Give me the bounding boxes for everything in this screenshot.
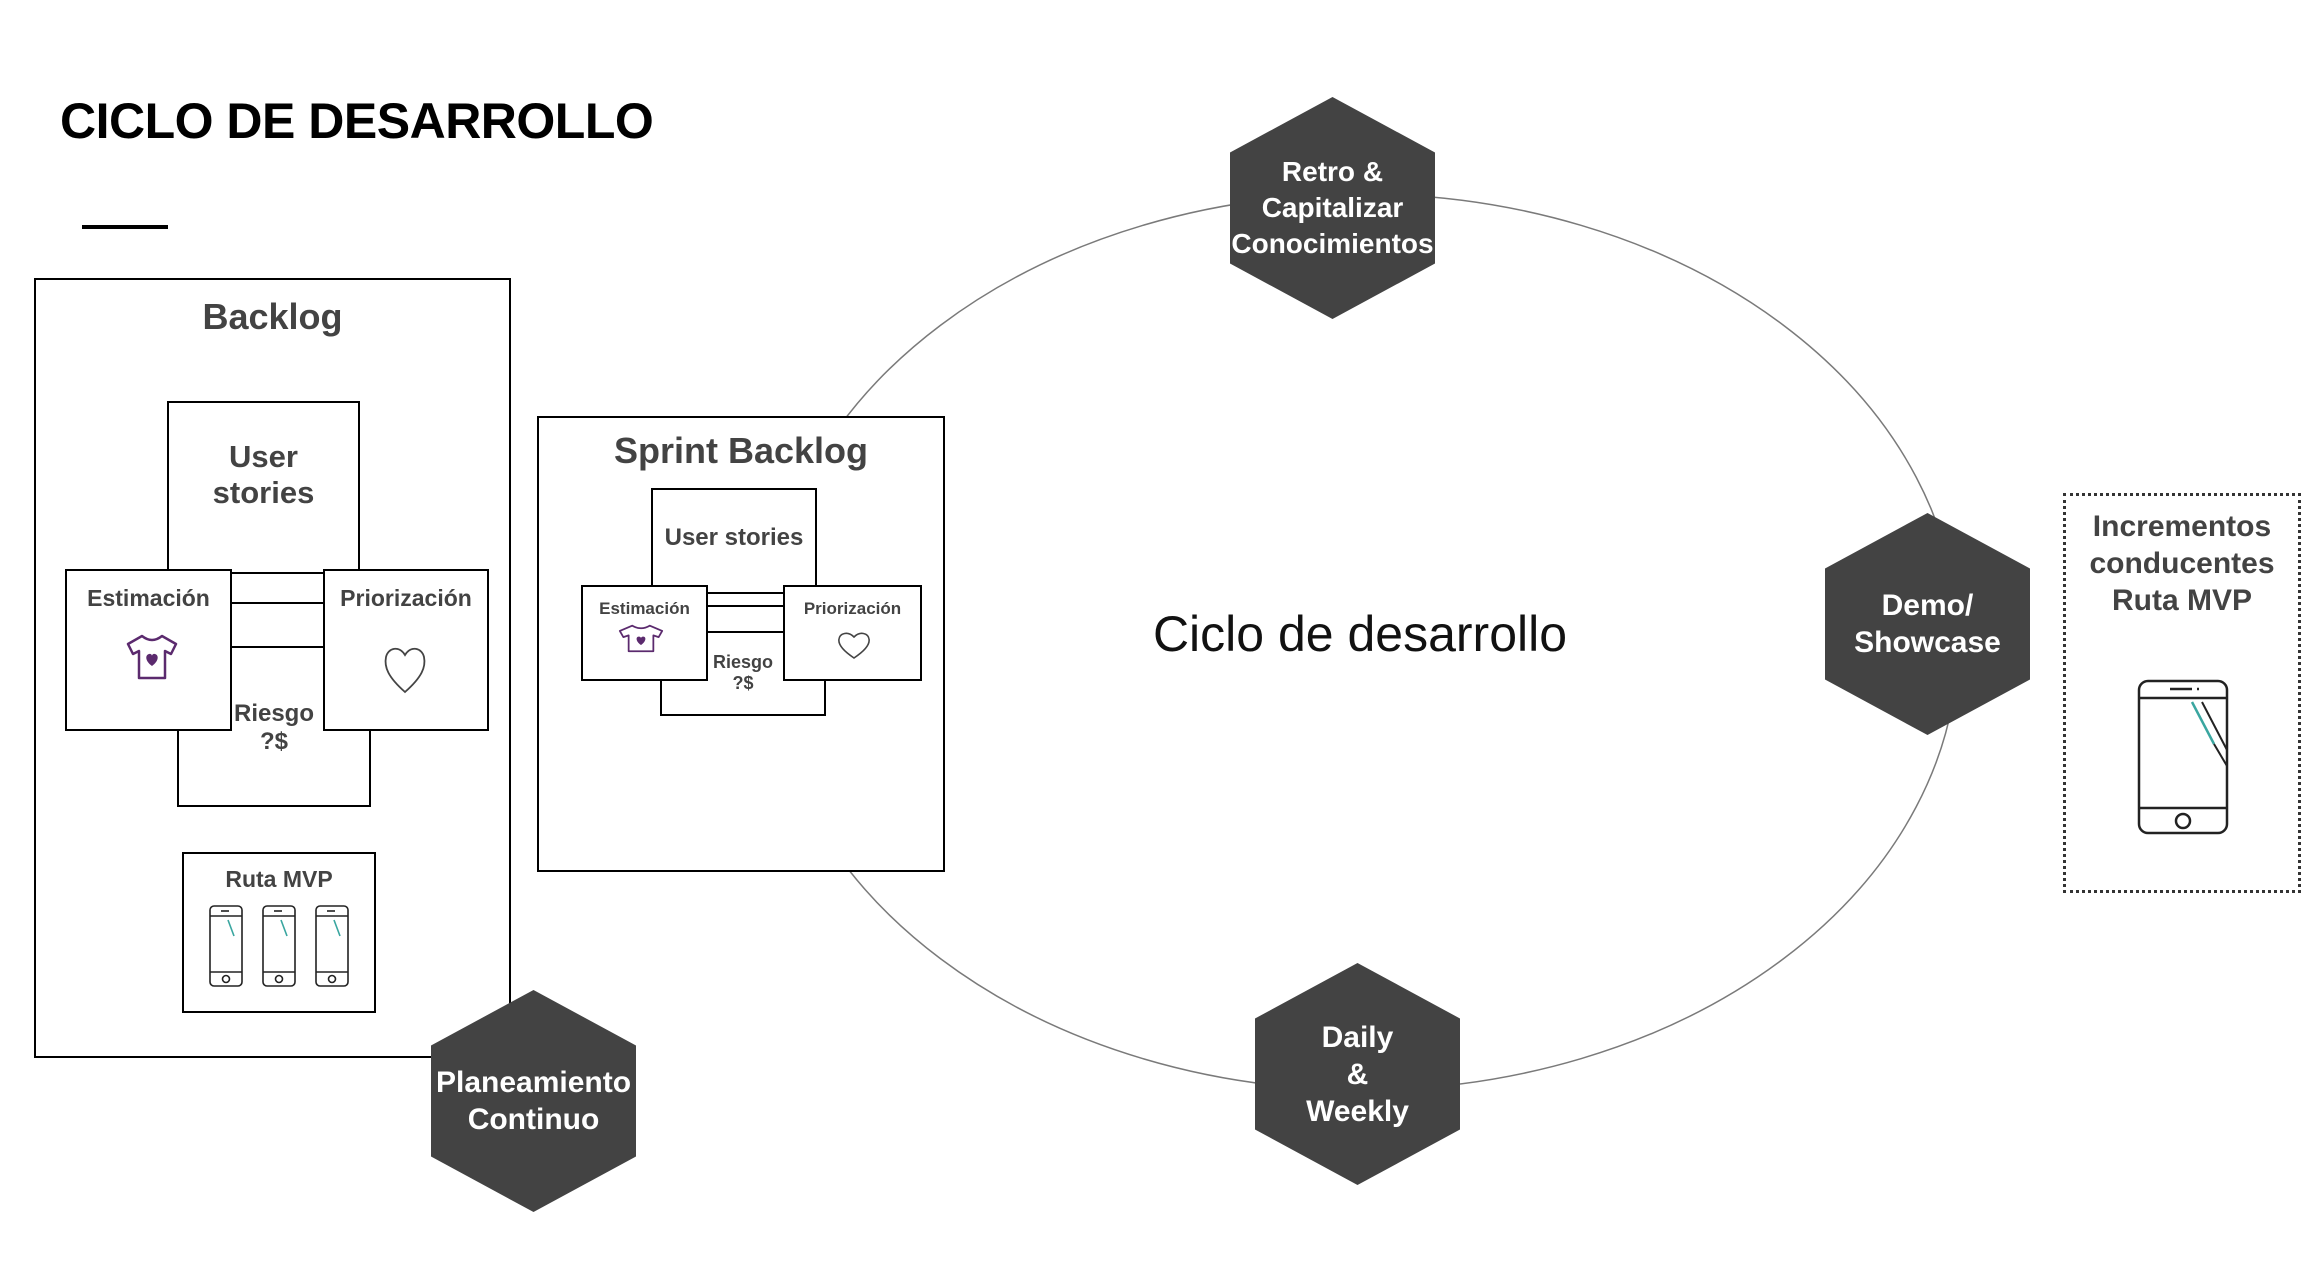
backlog-user-stories-card: User stories — [167, 401, 360, 574]
increments-label: Incrementos conducentes Ruta MVP — [2089, 510, 2275, 617]
backlog-priorizacion-card: Priorización — [323, 569, 489, 731]
backlog-ruta-mvp-label: Ruta MVP — [225, 866, 333, 892]
sprint-estimacion-label: Estimación — [599, 599, 690, 618]
sprint-estimacion-card: Estimación — [581, 585, 708, 681]
sprint-priorizacion-card: Priorización — [783, 585, 922, 681]
heart-icon — [384, 647, 426, 694]
demo-hexagon — [1825, 513, 2030, 735]
daily-hexagon-label: Daily & Weekly — [1306, 1020, 1409, 1128]
backlog-title: Backlog — [202, 296, 343, 337]
sprint-user-stories-card: User stories — [651, 488, 817, 594]
backlog-connector — [225, 602, 335, 648]
sprint-backlog-title: Sprint Backlog — [613, 430, 869, 471]
backlog-user-stories-label: User stories — [212, 439, 315, 510]
daily-hexagon — [1255, 963, 1460, 1185]
backlog-ruta-mvp-card: Ruta MVP — [182, 852, 376, 1013]
planeamiento-hexagon — [431, 990, 636, 1212]
sprint-priorizacion-label: Priorización — [803, 599, 902, 618]
tshirt-heart-icon-small — [618, 624, 664, 653]
sprint-connector — [702, 605, 788, 633]
title-underline — [82, 225, 168, 229]
heart-icon-small — [838, 632, 870, 659]
retro-hexagon-label: Retro & Capitalizar Conocimientos — [1231, 156, 1434, 259]
backlog-riesgo-label: Riesgo ?$ — [233, 700, 314, 755]
demo-hexagon-label: Demo/ Showcase — [1854, 589, 2001, 659]
smartphone-icon — [2137, 679, 2229, 835]
phones-icon — [209, 905, 349, 987]
tshirt-heart-icon — [126, 634, 178, 680]
cycle-center-label: Ciclo de desarrollo — [1152, 606, 1568, 662]
backlog-estimacion-label: Estimación — [87, 585, 210, 611]
sprint-riesgo-label: Riesgo ?$ — [712, 652, 773, 693]
increments-panel: Incrementos conducentes Ruta MVP — [2063, 493, 2301, 893]
sprint-user-stories-label: User stories — [664, 524, 804, 551]
planeamiento-hexagon-label: Planeamiento Continuo — [435, 1066, 632, 1136]
retro-hexagon — [1230, 97, 1435, 319]
backlog-priorizacion-label: Priorización — [340, 585, 472, 611]
backlog-estimacion-card: Estimación — [65, 569, 232, 731]
page-title: CICLO DE DESARROLLO — [60, 93, 654, 149]
